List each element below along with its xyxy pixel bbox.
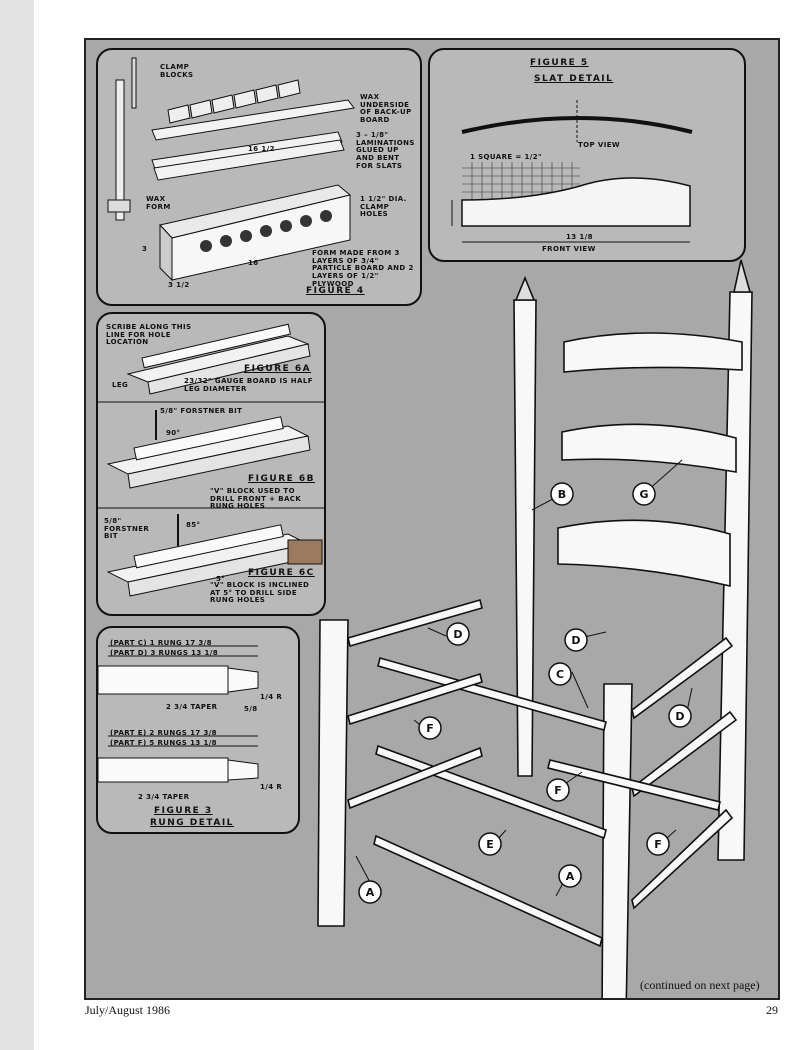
slat-top: [563, 332, 743, 373]
callout-d-3: [668, 704, 692, 728]
callout-a-right-text: A: [566, 870, 575, 883]
forstner-6c-label: 5/8" FORSTNER BIT: [104, 517, 150, 541]
part-c-label: (PART C) 1 RUNG 17 3/8: [110, 639, 212, 647]
callout-g-text: G: [639, 488, 648, 501]
figure-5-title: FIGURE 5: [530, 58, 589, 68]
part-f-label: (PART F) 5 RUNGS 13 1/8: [110, 739, 217, 747]
issue-date: July/August 1986: [85, 1003, 171, 1017]
callout-c: [548, 662, 572, 686]
rung-detail-drawing: [98, 645, 259, 783]
rung-f-right: [547, 759, 721, 811]
gauge-label: 23/32" GAUGE BOARD IS HALF LEG DIAMETER: [184, 377, 313, 393]
dim-16-half: 16 1/2: [248, 145, 275, 153]
figure-3-subtitle: RUNG DETAIL: [150, 818, 234, 828]
radius-label-1: 1/4 R: [260, 693, 283, 701]
leg-label: LEG: [112, 381, 129, 389]
callout-f1-text: F: [426, 722, 434, 735]
callout-a-left-text: A: [366, 886, 375, 899]
dim-3: 3: [142, 245, 148, 253]
callout-e-text: E: [486, 838, 494, 851]
page-number: 29: [766, 1003, 778, 1017]
figure-3-title: FIGURE 3: [154, 806, 213, 816]
callout-a-left: [358, 880, 382, 904]
rung-e: [375, 744, 607, 840]
angle-5-label: 5°: [216, 575, 226, 583]
laminations-label: 3 – 1/8" LAMINATIONS GLUED UP AND BENT F…: [356, 131, 415, 170]
front-leg-right: [601, 683, 633, 998]
angle-85-label: 85°: [186, 521, 201, 529]
callout-f2-text: F: [554, 784, 562, 797]
callout-d-1: [446, 622, 470, 646]
illustration-board: CLAMP BLOCKS WAX UNDERSIDE OF BACK-UP BO…: [84, 38, 780, 1000]
slat-bottom: [557, 519, 731, 588]
part-e-label: (PART E) 2 RUNGS 17 3/8: [110, 729, 217, 737]
callout-f-2: [546, 778, 570, 802]
grid-scale-label: 1 SQUARE = 1/2": [470, 153, 543, 161]
rung-a-front: [373, 834, 603, 948]
callout-e: [478, 832, 502, 856]
callout-g: [632, 482, 656, 506]
callout-d2-text: D: [571, 634, 580, 647]
rung-f-back: [347, 746, 483, 810]
dim-16: 16: [248, 259, 259, 267]
rung-f-left: [347, 672, 483, 726]
callout-a-right: [558, 864, 582, 888]
rung-d-upper-left: [347, 599, 483, 647]
figure-4-panel: CLAMP BLOCKS WAX UNDERSIDE OF BACK-UP BO…: [96, 48, 422, 306]
figure-6a-title: FIGURE 6A: [244, 364, 312, 374]
slat-middle: [561, 423, 737, 473]
continued-note: (continued on next page): [640, 978, 760, 992]
taper-label-2: 2 3/4 TAPER: [138, 793, 190, 801]
rung-c: [377, 657, 607, 731]
taper-label-1: 2 3/4 TAPER: [166, 703, 218, 711]
clamp-holes-label: 1 1/2" DIA. CLAMP HOLES: [360, 195, 407, 219]
part-d-label: (PART D) 3 RUNGS 13 1/8: [110, 649, 218, 657]
radius-label-2: 1/4 R: [260, 783, 283, 791]
callout-f-1: [418, 716, 442, 740]
figure-6-panel: SCRIBE ALONG THIS LINE FOR HOLE LOCATION…: [96, 312, 326, 616]
figure-5-subtitle: SLAT DETAIL: [534, 74, 614, 84]
callout-d-2: [564, 628, 588, 652]
figure-5-panel: FIGURE 5 SLAT DETAIL: [428, 48, 746, 262]
wax-form-label: WAX FORM: [146, 195, 171, 211]
figure-6c-title: FIGURE 6C: [248, 568, 315, 578]
ladderback-chair-drawing: A A B C D D D E F F F G: [317, 259, 753, 998]
callout-d3-text: D: [675, 710, 684, 723]
drilling-jig-drawings: [98, 323, 324, 597]
clamp-blocks: [167, 79, 301, 124]
vblock-6c-label: "V" BLOCK IS INCLINED AT 5° TO DRILL SID…: [210, 581, 310, 605]
figure-3-panel: (PART C) 1 RUNG 17 3/8 (PART D) 3 RUNGS …: [96, 626, 300, 834]
lamination-form-drawing: [107, 57, 355, 282]
figure-4-title: FIGURE 4: [306, 286, 365, 296]
angle-90-label: 90°: [166, 429, 181, 437]
clamp-blocks-label: CLAMP BLOCKS: [160, 63, 194, 79]
callout-d1-text: D: [453, 628, 462, 641]
forstner-6b-label: 5/8" FORSTNER BIT: [160, 407, 243, 415]
rung-f-lower-right: [631, 808, 734, 910]
vblock-6b-label: "V" BLOCK USED TO DRILL FRONT + BACK RUN…: [210, 487, 302, 511]
slat-detail-drawing: [451, 100, 693, 243]
page-edge-shadow: [0, 0, 34, 1050]
wax-form-block: [159, 184, 352, 282]
front-leg-left: [317, 619, 349, 927]
form-made-label: FORM MADE FROM 3 LAYERS OF 3/4" PARTICLE…: [312, 249, 414, 288]
rung-d-right: [631, 636, 734, 720]
callout-f-3: [646, 832, 670, 856]
scribe-label: SCRIBE ALONG THIS LINE FOR HOLE LOCATION: [106, 323, 192, 347]
callout-b: [550, 482, 574, 506]
wax-backup-label: WAX UNDERSIDE OF BACK-UP BOARD: [360, 93, 412, 125]
size-label-1: 5/8: [244, 705, 258, 713]
callout-f3-text: F: [654, 838, 662, 851]
dim-3-half: 3 1/2: [168, 281, 190, 289]
rung-d-lower-right: [631, 710, 738, 798]
callout-b-text: B: [558, 488, 566, 501]
slat-width-dim: 13 1/8: [566, 233, 593, 241]
figure-6b-title: FIGURE 6B: [248, 474, 316, 484]
top-view-label: TOP VIEW: [578, 141, 621, 149]
front-view-label: FRONT VIEW: [542, 245, 596, 253]
callout-c-text: C: [556, 668, 564, 681]
